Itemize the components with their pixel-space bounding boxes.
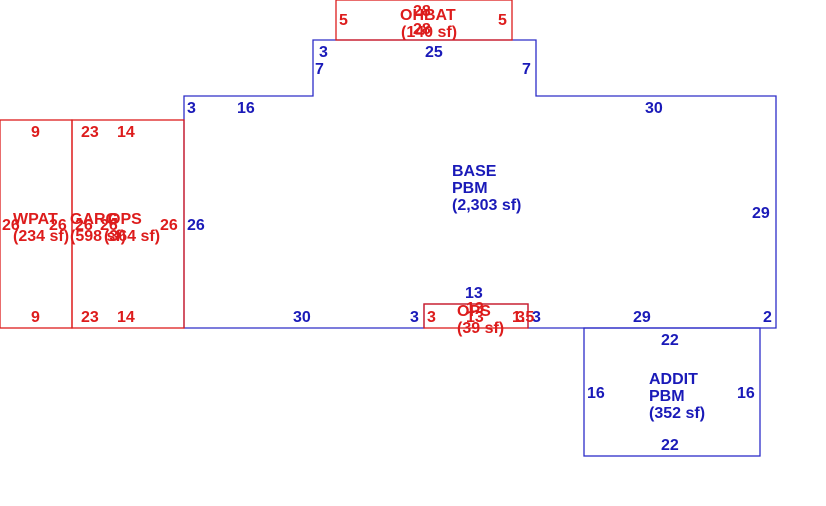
addit-dim-left: 16 [587, 385, 605, 402]
addit-area-type: PBM [649, 388, 685, 405]
base-dim-bottom-b: 3 [410, 309, 419, 326]
base-dim-bottom-e: 29 [633, 309, 651, 326]
addit-dim-top: 22 [661, 332, 679, 349]
base-dim-bottom-d: 3 [532, 309, 541, 326]
base-dim-left: 26 [187, 217, 205, 234]
base-dim-top-b: 16 [237, 100, 255, 117]
ohbat-dim-top: 28 [413, 3, 431, 20]
ops-bottom-dim-extra: 1.5 [512, 309, 534, 326]
ohbat-area-outline [335, 0, 513, 41]
ohbat-dim-left: 5 [339, 12, 348, 29]
garg-area-name: GARG [70, 211, 118, 228]
base-dim-right: 29 [752, 205, 770, 222]
ops-bottom-area-size: (39 sf) [457, 320, 504, 337]
ops-left-dim-top: 14 [117, 124, 135, 141]
ops-left-area-size: (364 sf) [104, 228, 160, 245]
addit-dim-bottom: 22 [661, 437, 679, 454]
addit-area-outline [583, 327, 761, 457]
base-dim-bottom-a: 30 [293, 309, 311, 326]
garg-area-size: (598 sf) [70, 228, 126, 245]
ops-bottom-dim-left: 3 [427, 309, 436, 326]
base-dim-top-c: 25 [425, 44, 443, 61]
wpat-dim-top: 9 [31, 124, 40, 141]
wpat-dim-bottom: 9 [31, 309, 40, 326]
base-dim-top-a: 3 [187, 100, 196, 117]
wpat-area-name: WPAT [13, 211, 58, 228]
garg-dim-right: 26 [100, 217, 118, 234]
garg-dim-left: 26 [75, 217, 93, 234]
ohbat-dim-right: 5 [498, 12, 507, 29]
base-dim-step-right-rise: 7 [522, 61, 531, 78]
garg-dim-top: 23 [81, 124, 99, 141]
ops-bottom-dim-bottom: 13 [466, 309, 484, 326]
ohbat-dim-bottom: 28 [413, 21, 431, 38]
base-dim-bottom-f: 2 [763, 309, 772, 326]
ops-bottom-dim-top: 13 [466, 300, 484, 317]
addit-area-size: (352 sf) [649, 405, 705, 422]
garg-area-outline [71, 119, 185, 329]
base-dim-step-left-rise: 7 [315, 61, 324, 78]
base-area-name: BASE [452, 163, 497, 180]
wpat-dim-right: 26 [49, 217, 67, 234]
ops-bottom-area-name: OPS [457, 303, 491, 320]
wpat-dim-left: 26 [2, 217, 20, 234]
garg-dim-bottom: 23 [81, 309, 99, 326]
ohbat-area-size: (140 sf) [401, 24, 457, 41]
ops-left-area-name: OPS [108, 211, 142, 228]
base-area-type: PBM [452, 180, 488, 197]
ops-bottom-dim-right: 3 [516, 309, 525, 326]
wpat-area-size: (234 sf) [13, 228, 69, 245]
ohbat-area-name: OHBAT [400, 7, 456, 24]
addit-dim-right: 16 [737, 385, 755, 402]
base-dim-top-d: 30 [645, 100, 663, 117]
base-dim-step-left-run: 3 [319, 44, 328, 61]
addit-area-name: ADDIT [649, 371, 698, 388]
ops-left-dim-bottom: 14 [117, 309, 135, 326]
ops-bottom-area-outline [423, 303, 529, 329]
ops-left-dim-right: 26 [160, 217, 178, 234]
base-area-size: (2,303 sf) [452, 197, 521, 214]
base-dim-bottom-c: 13 [465, 285, 483, 302]
